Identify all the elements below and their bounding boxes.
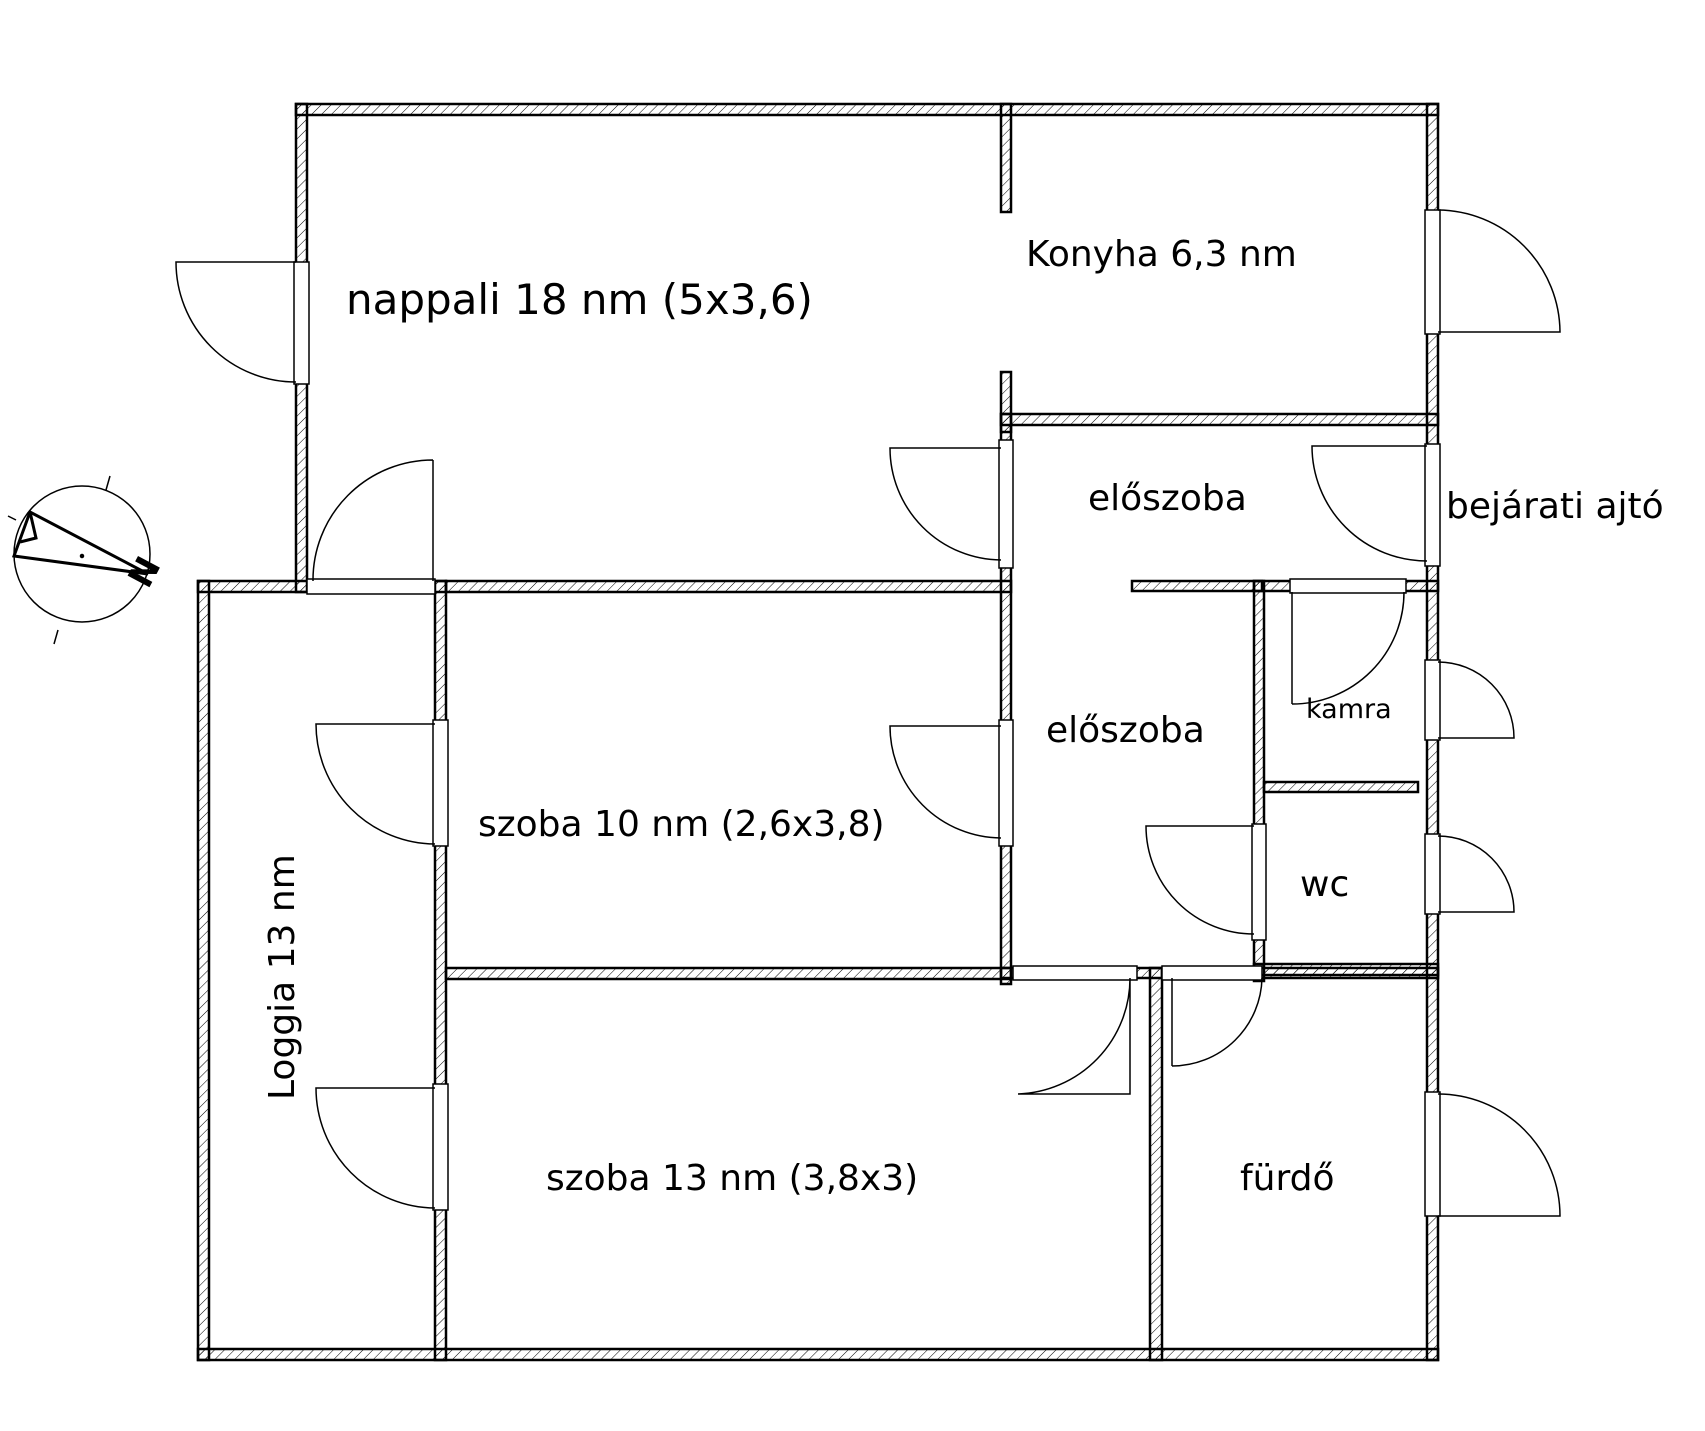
door-swing-entrance	[1311, 445, 1428, 562]
door-opening-loggia-szoba10	[432, 719, 449, 847]
door-swing-loggia-nappali	[312, 459, 434, 582]
window-furdo	[1424, 1091, 1441, 1217]
door-swing-eloszoba-wc	[1145, 825, 1255, 935]
door-swing-szoba13	[1017, 977, 1131, 1095]
wall-loggia-inner	[433, 579, 448, 1362]
door-swing-kamra	[1291, 591, 1405, 705]
wall-eloszoba-stub	[1130, 579, 1264, 593]
room-labels: nappali 18 nm (5x3,6) Konyha 6,3 nm elős…	[121, 234, 1664, 1199]
wall-konyha-bottom	[999, 412, 1440, 427]
label-kamra: kamra	[1306, 694, 1392, 725]
window-swing-furdo	[1437, 1093, 1561, 1217]
label-szoba10: szoba 10 nm (2,6x3,8)	[478, 804, 885, 845]
window-konyha-right	[1424, 209, 1441, 335]
wall-loggia-left	[196, 579, 211, 1362]
label-eloszoba-mid: előszoba	[1046, 710, 1205, 751]
door-swing-szoba10	[889, 725, 1002, 839]
compass-icon	[7, 475, 151, 645]
door-swing-loggia-szoba10	[315, 723, 436, 845]
label-bejarati: bejárati ajtó	[1446, 486, 1664, 527]
compass-letter: N	[121, 550, 170, 594]
label-eloszoba-top: előszoba	[1088, 478, 1247, 519]
label-loggia: Loggia 13 nm	[262, 854, 303, 1100]
label-szoba13: szoba 13 nm (3,8x3)	[546, 1158, 918, 1199]
wall-nappali-bottom	[444, 579, 1013, 594]
label-wc: wc	[1300, 864, 1349, 905]
door-swing-nappali-eloszoba	[889, 447, 1002, 561]
wall-szoba10-bottom	[444, 966, 1013, 981]
window-nappali-left	[293, 261, 310, 385]
label-nappali: nappali 18 nm (5x3,6)	[346, 275, 813, 324]
door-opening-nappali-eloszoba	[998, 439, 1014, 569]
wall-bottom	[196, 1347, 1440, 1362]
openings	[293, 209, 1441, 1217]
window-kamra	[1424, 659, 1441, 741]
wall-nappali-eloszoba	[999, 412, 1013, 986]
door-opening-szoba10	[998, 719, 1014, 847]
wall-top	[294, 102, 1440, 117]
door-swing-loggia-szoba13	[315, 1087, 436, 1209]
wall-kamra-wc	[1262, 780, 1420, 794]
label-furdo: fürdő	[1240, 1158, 1335, 1199]
door-opening-loggia-szoba13	[432, 1083, 449, 1211]
door-opening-entrance	[1424, 443, 1441, 567]
label-konyha: Konyha 6,3 nm	[1026, 234, 1297, 275]
window-swing-wc	[1437, 835, 1515, 913]
door-opening-loggia-nappali	[306, 578, 436, 595]
wall-nappali-konyha-upper	[999, 102, 1013, 214]
door-opening-wc	[1251, 823, 1267, 941]
door-swing-furdo	[1171, 977, 1263, 1067]
door-opening-furdo	[1161, 965, 1263, 981]
door-opening-szoba13	[1012, 965, 1138, 981]
window-swing-kamra	[1437, 661, 1515, 739]
door-swing-nappali-left	[175, 261, 297, 383]
wall-szoba13-furdo	[1148, 966, 1164, 1362]
door-opening-kamra	[1289, 578, 1407, 594]
door-swings	[175, 209, 1561, 1217]
window-wc	[1424, 833, 1441, 915]
door-swing-konyha-right	[1437, 209, 1561, 333]
